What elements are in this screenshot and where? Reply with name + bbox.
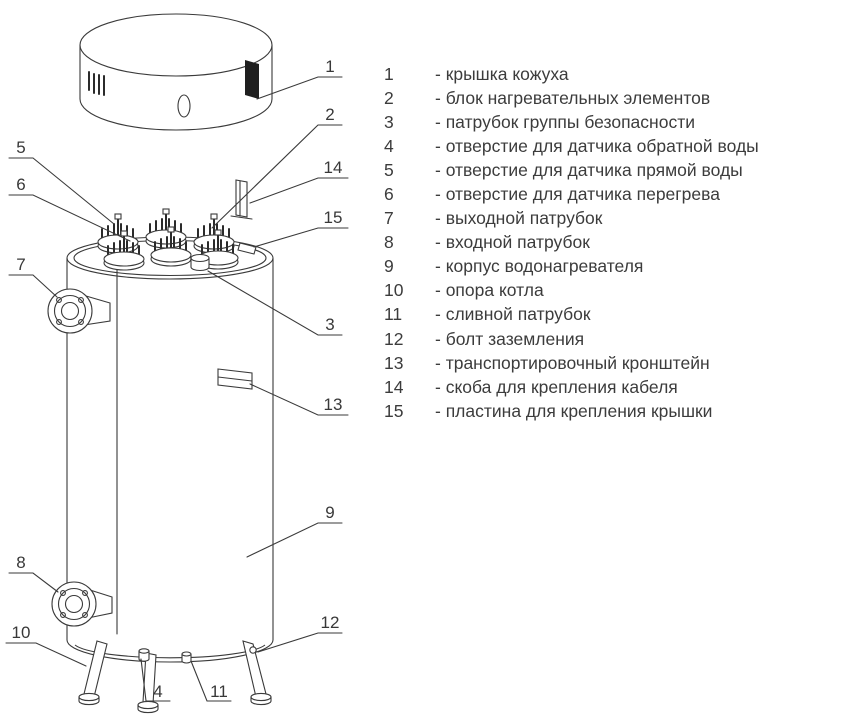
legend-item-8: 8 - входной патрубок	[384, 231, 854, 255]
callout-1: 1	[256, 57, 343, 100]
legend-label: - пластина для крепления крышки	[435, 400, 713, 421]
legend-item-11: 11 - сливной патрубок	[384, 303, 854, 327]
legend-number: 8	[384, 232, 394, 253]
legend: 1 - крышка кожуха 2 - блок нагревательны…	[384, 62, 854, 423]
callout-15: 15	[253, 208, 349, 248]
legend-label: - транспортировочный кронштейн	[435, 352, 710, 373]
legend-number: 1	[384, 63, 394, 84]
legend-item-14: 14 - скоба для крепления кабеля	[384, 375, 854, 399]
cover	[79, 13, 273, 131]
cable-bracket	[230, 179, 253, 220]
ground-bolt	[249, 646, 257, 654]
legend-number: 14	[384, 376, 404, 397]
heating-elements-block	[97, 208, 239, 271]
callout-2: 2	[211, 105, 343, 229]
legend-number: 9	[384, 256, 394, 277]
inlet-pipe	[51, 581, 113, 627]
callout-number: 7	[16, 255, 25, 274]
callout-number: 10	[12, 623, 31, 642]
callout-8: 8	[8, 553, 59, 593]
legend-label: - отверстие для датчика перегрева	[435, 184, 720, 205]
legend-item-1: 1 - крышка кожуха	[384, 62, 854, 86]
legend-item-15: 15 - пластина для крепления крышки	[384, 399, 854, 423]
legend-number: 6	[384, 184, 394, 205]
callout-3: 3	[207, 270, 343, 336]
callout-number: 8	[16, 553, 25, 572]
legend-item-4: 4 - отверстие для датчика обратной воды	[384, 134, 854, 158]
callout-13: 13	[249, 383, 349, 416]
callouts: 1 2 5 6 14 15 7 3	[5, 57, 349, 702]
cover-handle	[177, 94, 191, 118]
drain-port	[181, 651, 192, 664]
legend-item-10: 10 - опора котла	[384, 279, 854, 303]
legend-number: 3	[384, 111, 394, 132]
callout-number: 1	[325, 57, 334, 76]
legend-label: - скоба для крепления кабеля	[435, 376, 678, 397]
callout-5: 5	[8, 138, 115, 225]
legend-item-2: 2 - блок нагревательных элементов	[384, 86, 854, 110]
legend-item-7: 7 - выходной патрубок	[384, 207, 854, 231]
legend-label: - входной патрубок	[435, 232, 590, 253]
legend-label: - отверстие для датчика прямой воды	[435, 159, 743, 180]
legend-item-9: 9 - корпус водонагревателя	[384, 255, 854, 279]
legend-label: - блок нагревательных элементов	[435, 87, 711, 108]
cover-fixing-plate	[237, 242, 257, 255]
legend-label: - крышка кожуха	[435, 63, 569, 84]
diagram-canvas: 1 2 5 6 14 15 7 3	[5, 13, 349, 714]
legend-number: 13	[384, 352, 404, 373]
legend-number: 15	[384, 400, 404, 421]
legend-number: 2	[384, 87, 394, 108]
legend-number: 12	[384, 328, 404, 349]
vent-slots-right	[245, 60, 259, 99]
callout-number: 11	[210, 682, 228, 701]
legend-label: - патрубок группы безопасности	[435, 111, 695, 132]
legend-label: - опора котла	[435, 280, 544, 301]
callout-number: 4	[153, 682, 162, 701]
support-legs	[78, 640, 272, 714]
legend-label: - сливной патрубок	[435, 304, 591, 325]
callout-number: 3	[325, 315, 334, 334]
callout-number: 12	[321, 613, 340, 632]
callout-7: 7	[8, 255, 58, 298]
legend-item-6: 6 - отверстие для датчика перегрева	[384, 182, 854, 206]
legend-item-5: 5 - отверстие для датчика прямой воды	[384, 158, 854, 182]
callout-number: 6	[16, 175, 25, 194]
legend-label: - корпус водонагревателя	[435, 256, 644, 277]
legend-item-12: 12 - болт заземления	[384, 327, 854, 351]
callout-number: 5	[16, 138, 25, 157]
callout-12: 12	[257, 613, 343, 653]
legend-number: 10	[384, 280, 404, 301]
legend-number: 11	[384, 304, 403, 325]
callout-11: 11	[190, 660, 232, 702]
legend-label: - отверстие для датчика обратной воды	[435, 135, 759, 156]
legend-number: 5	[384, 159, 394, 180]
callout-number: 13	[324, 395, 343, 414]
legend-item-3: 3 - патрубок группы безопасности	[384, 110, 854, 134]
callout-4: 4	[140, 658, 171, 702]
callout-number: 9	[325, 503, 334, 522]
outlet-pipe	[47, 288, 111, 334]
callout-6: 6	[8, 175, 131, 242]
safety-group-port	[190, 253, 210, 272]
vent-slots-left	[88, 71, 105, 96]
callout-number: 14	[324, 158, 343, 177]
legend-item-13: 13 - транспортировочный кронштейн	[384, 351, 854, 375]
callout-9: 9	[246, 503, 343, 558]
legend-number: 4	[384, 135, 394, 156]
callout-14: 14	[249, 158, 349, 204]
callout-10: 10	[5, 623, 87, 667]
callout-number: 15	[324, 208, 343, 227]
legend-label: - выходной патрубок	[435, 208, 603, 229]
legend-number: 7	[384, 208, 394, 229]
return-water-sensor-port	[138, 648, 150, 662]
transport-bracket	[217, 368, 253, 390]
callout-number: 2	[325, 105, 334, 124]
legend-label: - болт заземления	[435, 328, 585, 349]
